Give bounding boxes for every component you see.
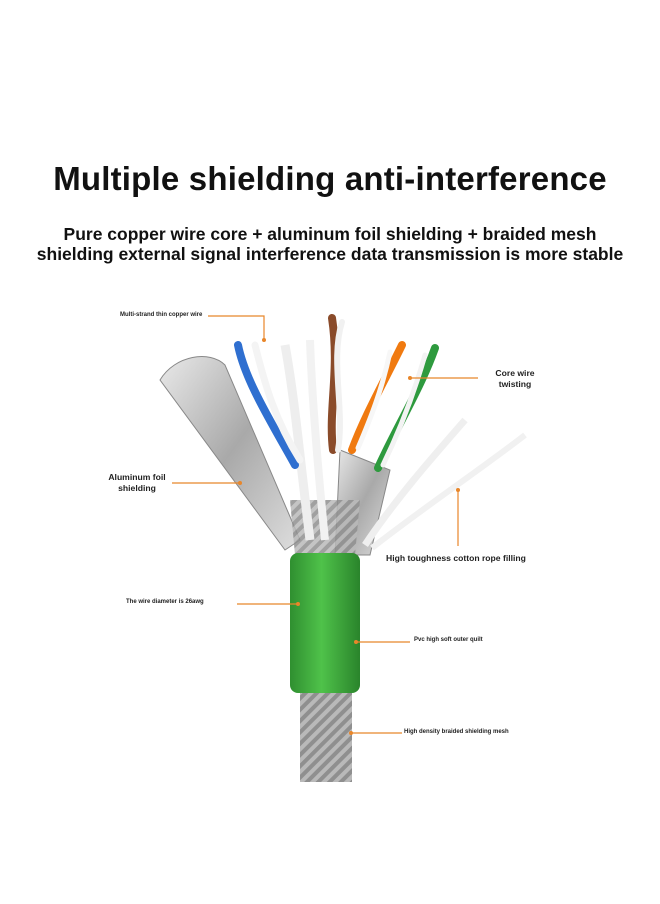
- label-core-twist-line1: Core wire: [495, 368, 535, 378]
- wire-orange-white: [355, 349, 393, 451]
- rope-2: [306, 339, 329, 541]
- label-cotton-rope: High toughness cotton rope filling: [386, 553, 526, 563]
- label-core-twist: Core wire twisting: [488, 368, 542, 390]
- wire-blue-white: [251, 341, 304, 464]
- foil-left: [159, 356, 301, 551]
- cable-illustration: [159, 314, 527, 782]
- label-core-twist-line2: twisting: [498, 379, 532, 389]
- label-foil-line2: shielding: [118, 483, 156, 493]
- page-title: Multiple shielding anti-interference: [53, 160, 607, 197]
- rope-1: [280, 344, 315, 541]
- label-braided-mesh: High density braided shielding mesh: [404, 729, 509, 735]
- label-foil-line1: Aluminum foil: [108, 472, 166, 482]
- wire-green-white: [380, 352, 428, 468]
- wire-brown: [327, 314, 339, 454]
- label-diameter: The wire diameter is 26awg: [126, 599, 204, 605]
- rope-4: [370, 432, 527, 551]
- braided-core: [300, 690, 352, 782]
- green-jacket: [290, 553, 360, 693]
- label-outer-quilt: Pvc high soft outer quilt: [414, 637, 483, 643]
- label-foil: Aluminum foil shielding: [102, 472, 172, 494]
- label-copper-wire: Multi-strand thin copper wire: [120, 312, 203, 318]
- rope-3: [362, 417, 468, 547]
- page-subtitle: Pure copper wire core + aluminum foil sh…: [36, 224, 624, 264]
- wire-blue: [234, 341, 299, 469]
- wire-brown-white: [334, 319, 345, 453]
